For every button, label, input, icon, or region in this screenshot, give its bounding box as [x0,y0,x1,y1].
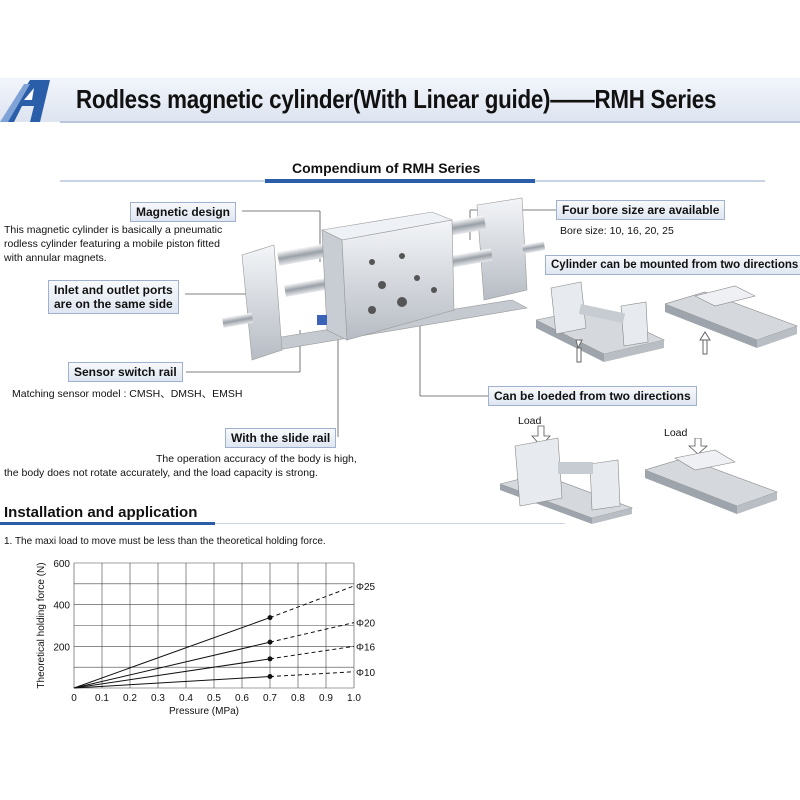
callout-mount-two: Cylinder can be mounted from two directi… [545,255,800,275]
series-label: Φ10 [356,668,376,679]
brand-logo [0,80,50,122]
cylinder-product-image [222,197,546,361]
compendium-title: Compendium of RMH Series [292,160,481,176]
mount-image-horizontal [665,285,798,355]
x-tick-label: 0.7 [263,693,277,704]
series-line-dashed [269,671,355,678]
series-point [267,615,273,621]
x-tick-label: 0.4 [179,693,193,704]
x-tick-label: 0.5 [207,693,221,704]
header-underline [60,121,800,123]
sensor-desc: Matching sensor model : CMSH、DMSH、EMSH [12,388,243,400]
series-line-dashed [269,645,355,660]
callout-magnetic-design: Magnetic design [130,202,237,222]
x-tick-label: 0.6 [235,693,249,704]
series-label: Φ16 [356,642,376,653]
callout-inlet-ports: Inlet and outlet ports are on the same s… [48,280,179,314]
slide-desc: the body does not rotate accurately, and… [4,467,318,479]
load-label: Load [518,415,542,427]
series-line-solid [73,676,271,689]
inlet-line-1: Inlet and outlet ports [54,283,173,297]
installation-note: 1. The maxi load to move must be less th… [4,536,326,547]
x-tick-label: 1.0 [347,693,361,704]
series-line-solid [73,641,271,689]
bore-desc: Bore size: 10, 16, 20, 25 [560,225,674,237]
mount-image-vertical [536,281,665,363]
x-tick-label: 0 [71,693,77,704]
x-tick-label: 0.8 [291,693,305,704]
callout-slide-rail: With the slide rail [225,428,337,448]
inlet-line-2: are on the same side [54,297,173,311]
divider-accent [265,179,535,183]
x-tick-label: 0.9 [319,693,333,704]
divider [535,180,765,182]
series-line-solid [73,617,271,689]
divider-accent [0,522,215,525]
series-label: Φ25 [356,582,376,593]
x-tick-label: 0.2 [123,693,137,704]
holding-force-chart: 0 0.1 0.2 0.3 0.4 0.5 0.6 0.7 0.8 0.9 1.0 200 400 600… [36,559,376,717]
header-band [0,78,800,122]
y-tick-label: 200 [53,642,70,653]
magnetic-desc: rodless cylinder featuring a mobile pist… [4,238,220,250]
x-axis-label: Pressure (MPa) [169,706,239,717]
divider [60,180,265,182]
callout-loaded-two: Can be loeded from two directions [488,386,697,406]
callout-sensor-rail: Sensor switch rail [68,362,183,382]
x-tick-label: 0.3 [151,693,165,704]
magnetic-desc: with annular magnets. [4,252,107,264]
installation-title: Installation and application [4,504,198,521]
magnetic-desc: This magnetic cylinder is basically a pn… [4,224,223,236]
slide-desc: The operation accuracy of the body is hi… [156,453,357,465]
series-point [267,674,273,680]
load-image-horizontal [645,438,778,514]
series-point [267,656,273,662]
load-label: Load [664,427,688,439]
series-label: Φ20 [356,619,376,630]
y-axis-label: Theoretical holding force (N) [36,562,47,688]
series-point [267,639,273,645]
page-title: Rodless magnetic cylinder(With Linear gu… [76,84,717,114]
series-line-dashed [269,585,355,619]
x-tick-label: 0.1 [95,693,109,704]
divider [215,523,565,524]
callout-four-bore: Four bore size are available [556,200,726,220]
y-tick-label: 400 [53,601,70,612]
series-line-dashed [269,622,355,643]
y-tick-label: 600 [53,559,70,570]
load-image-vertical [500,425,634,524]
series-line-solid [73,658,271,689]
